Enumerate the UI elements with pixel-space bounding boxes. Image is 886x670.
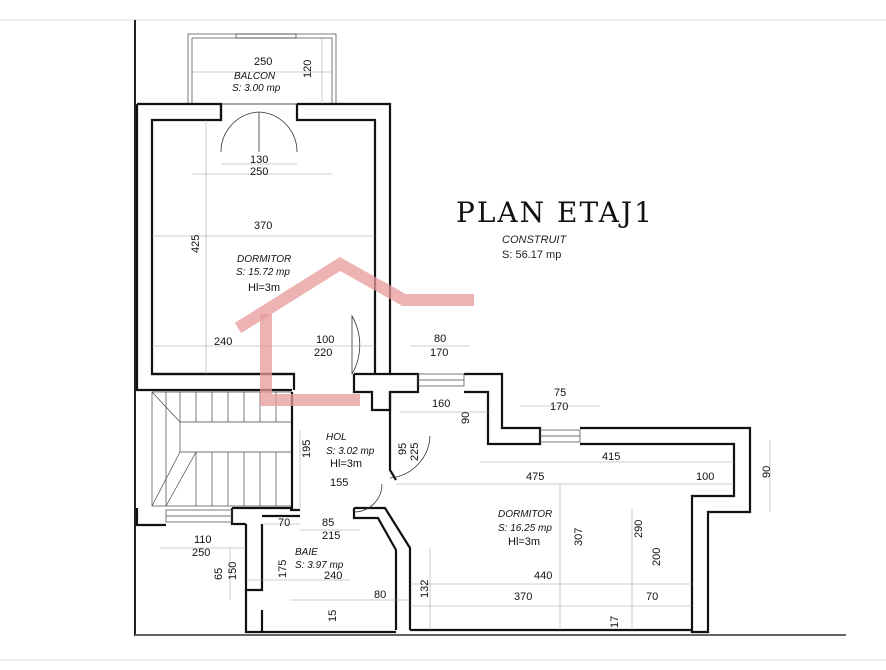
dim-17: 17 (609, 615, 621, 628)
dimension-lines (152, 38, 771, 630)
bathroom-walls (244, 514, 396, 634)
dim-175: 175 (277, 559, 289, 578)
bedroom-1-name: DORMITOR (237, 254, 292, 265)
dim-240: 240 (214, 336, 233, 348)
built-label: CONSTRUIT (502, 234, 567, 246)
hall-name: HOL (326, 432, 347, 443)
dim-220: 220 (314, 347, 333, 359)
bedroom-1-area: S: 15.72 mp (236, 267, 290, 278)
dim-195: 195 (301, 439, 313, 458)
dim-85: 85 (322, 517, 335, 529)
balcony-name: BALCON (234, 71, 276, 82)
dim-balcony-width: 250 (254, 56, 273, 68)
dim-door-width: 130 (250, 154, 269, 166)
dim-200: 200 (651, 547, 663, 566)
dim-425: 425 (190, 234, 202, 253)
dim-475: 475 (526, 471, 545, 483)
dim-110: 110 (194, 534, 212, 546)
dim-80-low: 80 (374, 589, 387, 601)
dim-225: 225 (409, 442, 421, 461)
dim-bedroom-1-width: 370 (254, 220, 273, 232)
dim-120: 120 (302, 59, 314, 78)
dim-80-top: 80 (434, 333, 447, 345)
dim-70-right: 70 (646, 591, 659, 603)
dim-250-low: 250 (192, 547, 211, 559)
dim-370-low: 370 (514, 591, 533, 603)
balcony-area: S: 3.00 mp (232, 83, 281, 94)
house-logo-watermark (234, 257, 474, 406)
bedroom-2-area: S: 16.25 mp (498, 523, 552, 534)
dim-132: 132 (419, 579, 431, 598)
staircase (151, 391, 293, 507)
bathroom-name: BAIE (295, 547, 318, 558)
dim-415: 415 (602, 451, 621, 463)
bathroom-area: S: 3.97 mp (295, 560, 344, 571)
bedroom-1-walls (135, 102, 392, 392)
dim-95: 95 (397, 442, 409, 455)
built-area: S: 56.17 mp (502, 249, 562, 261)
dim-215: 215 (322, 530, 341, 542)
dim-170-top: 170 (430, 347, 449, 359)
dim-240-bath: 240 (324, 570, 343, 582)
dim-65: 65 (213, 567, 225, 580)
doors (220, 111, 431, 513)
windows (165, 33, 581, 523)
bedroom-2-height: Hl=3m (508, 536, 541, 548)
dim-90-far: 90 (761, 465, 773, 478)
hall-height: Hl=3m (330, 458, 363, 470)
dim-70-bath: 70 (278, 517, 291, 529)
dim-15: 15 (327, 609, 339, 622)
dim-100: 100 (316, 334, 335, 346)
dim-100-right: 100 (696, 471, 715, 483)
dim-155: 155 (330, 477, 349, 489)
dim-170-right: 170 (550, 401, 569, 413)
dim-290: 290 (633, 519, 645, 538)
dim-balcony-opening: 250 (250, 166, 269, 178)
dim-160: 160 (432, 398, 451, 410)
bedroom-1-height: Hl=3m (248, 282, 281, 294)
hall-area: S: 3.02 mp (326, 446, 375, 457)
plan-title: PLAN ETAJ1 (456, 196, 654, 229)
bedroom-2-name: DORMITOR (498, 509, 553, 520)
bedroom-2-walls (388, 372, 752, 634)
dim-307: 307 (573, 527, 585, 546)
dim-90-hall: 90 (460, 411, 472, 424)
dim-440: 440 (534, 570, 553, 582)
dim-75: 75 (554, 387, 567, 399)
dim-150: 150 (227, 561, 239, 580)
